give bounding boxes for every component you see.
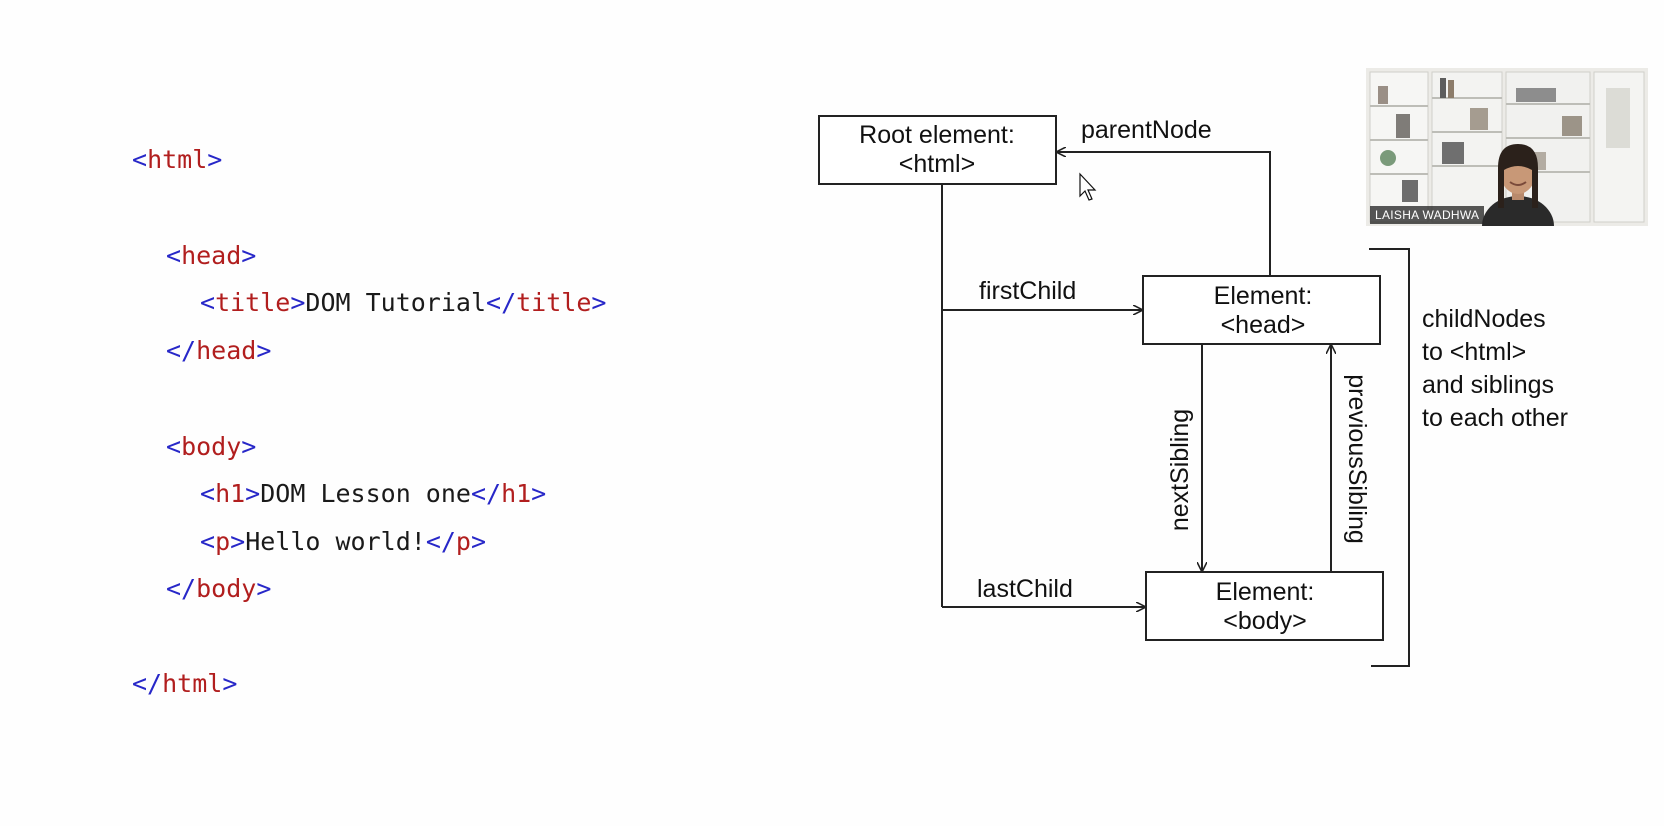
bracket-close: > bbox=[207, 145, 223, 174]
bracket-open: </ bbox=[425, 527, 456, 556]
body-box-line2: <body> bbox=[1223, 607, 1306, 635]
bracket-open: </ bbox=[166, 574, 197, 603]
child-nodes-note-line2: to <html> bbox=[1422, 338, 1526, 366]
mouse-cursor-icon bbox=[1079, 172, 1097, 201]
code-line-html-close: </html> bbox=[132, 671, 237, 696]
bracket-open: < bbox=[200, 479, 216, 508]
tag-name: html bbox=[162, 669, 223, 698]
tag-name: p bbox=[215, 527, 231, 556]
code-line-h1: <h1>DOM Lesson one</h1> bbox=[200, 481, 546, 506]
bracket-close: > bbox=[256, 574, 272, 603]
body-box-line1: Element: bbox=[1216, 578, 1315, 606]
element-text: DOM Tutorial bbox=[305, 288, 487, 317]
bracket-close: > bbox=[245, 479, 261, 508]
tag-name: h1 bbox=[501, 479, 532, 508]
bracket-close: > bbox=[591, 288, 607, 317]
code-line-body-open: <body> bbox=[166, 434, 256, 459]
code-line-body-close: </body> bbox=[166, 576, 271, 601]
parent-node-arrow bbox=[1057, 152, 1271, 276]
bracket-open: </ bbox=[486, 288, 517, 317]
next-sibling-label: nextSibling bbox=[1166, 409, 1194, 531]
tag-name: body bbox=[196, 574, 257, 603]
bracket-open: < bbox=[166, 241, 182, 270]
tag-name: body bbox=[181, 432, 242, 461]
head-box-line2: <head> bbox=[1221, 311, 1306, 339]
webcam-video-tile[interactable]: LAISHA WADHWA bbox=[1366, 68, 1648, 226]
root-box-line1: Root element: bbox=[859, 121, 1015, 149]
bracket-close: > bbox=[256, 336, 272, 365]
previous-sibling-label: previousSibling bbox=[1343, 374, 1371, 544]
tag-name: title bbox=[215, 288, 291, 317]
first-child-label: firstChild bbox=[979, 277, 1076, 305]
bracket-open: </ bbox=[470, 479, 502, 508]
bracket-open: < bbox=[200, 288, 216, 317]
element-text: Hello world! bbox=[245, 527, 426, 556]
root-box-line2: <html> bbox=[899, 150, 975, 178]
root-element-box bbox=[818, 115, 1057, 185]
bracket-close: > bbox=[290, 288, 306, 317]
tag-name: head bbox=[196, 336, 257, 365]
head-element-box bbox=[1142, 275, 1381, 345]
code-line-head-close: </head> bbox=[166, 338, 271, 363]
tag-name: html bbox=[147, 145, 208, 174]
tag-name: h1 bbox=[215, 479, 246, 508]
bracket-close: > bbox=[470, 527, 487, 556]
code-line-p: <p>Hello world!</p> bbox=[200, 529, 486, 554]
webcam-background bbox=[1366, 68, 1648, 226]
tag-name: title bbox=[516, 288, 592, 317]
child-nodes-note-line3: and siblings bbox=[1422, 371, 1554, 399]
child-nodes-note-line1: childNodes bbox=[1422, 305, 1546, 333]
bracket-close: > bbox=[531, 479, 547, 508]
bracket-open: < bbox=[166, 432, 182, 461]
bracket-close: > bbox=[222, 669, 238, 698]
bracket-open: </ bbox=[132, 669, 163, 698]
code-line-title: <title>DOM Tutorial</title> bbox=[200, 290, 606, 315]
tag-name: p bbox=[455, 527, 471, 556]
bracket-open: </ bbox=[166, 336, 197, 365]
bracket-close: > bbox=[241, 241, 257, 270]
tag-name: head bbox=[181, 241, 242, 270]
parent-node-label: parentNode bbox=[1081, 116, 1212, 144]
last-child-label: lastChild bbox=[977, 575, 1073, 603]
participant-name-label: LAISHA WADHWA bbox=[1370, 206, 1485, 224]
bracket-open: < bbox=[200, 527, 216, 556]
element-text: DOM Lesson one bbox=[260, 479, 471, 508]
code-line-html-open: <html> bbox=[132, 147, 222, 172]
bracket-close: > bbox=[241, 432, 257, 461]
body-element-box bbox=[1145, 571, 1384, 641]
code-line-head-open: <head> bbox=[166, 243, 256, 268]
bracket-close: > bbox=[230, 527, 246, 556]
child-nodes-note-line4: to each other bbox=[1422, 404, 1568, 432]
bracket-open: < bbox=[132, 145, 148, 174]
head-box-line1: Element: bbox=[1214, 282, 1313, 310]
child-nodes-bracket bbox=[1369, 248, 1410, 667]
